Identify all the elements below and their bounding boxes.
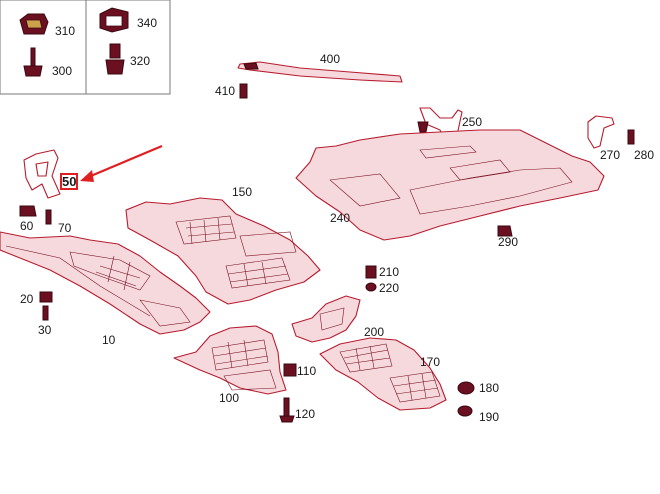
part-label-110: 110: [297, 364, 316, 378]
bracket-250-part[interactable]: [419, 107, 463, 147]
part-label-10: 10: [102, 333, 116, 347]
part-label-300: 300: [52, 64, 72, 78]
clip-110-part[interactable]: [283, 363, 297, 377]
part-label-50-highlight[interactable]: 50: [62, 174, 76, 189]
part-label-210: 210: [379, 265, 399, 279]
part-label-60: 60: [20, 219, 34, 233]
clip-nut-part[interactable]: [19, 13, 49, 35]
part-label-150: 150: [232, 185, 252, 199]
part-label-200: 200: [364, 325, 384, 339]
part-label-340: 340: [137, 16, 157, 30]
strut-bar-part[interactable]: [237, 61, 403, 83]
part-label-410: 410: [215, 84, 235, 98]
part-label-100: 100: [219, 391, 239, 405]
part-label-180: 180: [479, 381, 499, 395]
part-label-240: 240: [330, 211, 350, 225]
washer-190-part[interactable]: [457, 405, 473, 417]
highlight-box: [60, 173, 78, 190]
bolt-30-part[interactable]: [42, 305, 49, 321]
part-label-320: 320: [130, 54, 150, 68]
bolt-part[interactable]: [23, 47, 43, 77]
part-label-70: 70: [58, 221, 72, 235]
part-label-250: 250: [462, 115, 482, 129]
part-label-220: 220: [379, 281, 399, 295]
part-label-290: 290: [498, 235, 518, 249]
mesh-panel-100[interactable]: [173, 325, 287, 395]
part-label-270: 270: [600, 148, 620, 162]
clip-60-part[interactable]: [19, 205, 37, 217]
part-label-310: 310: [55, 24, 75, 38]
part-label-30: 30: [38, 323, 52, 337]
screw-260-part[interactable]: [417, 121, 429, 133]
nut-180-part[interactable]: [457, 381, 475, 395]
bracket-270-part[interactable]: [587, 115, 615, 149]
clip-20-part[interactable]: [39, 291, 53, 303]
cage-nut-part[interactable]: [99, 7, 129, 33]
part-label-280: 280: [634, 148, 654, 162]
part-label-400: 400: [320, 52, 340, 66]
nut-220-part[interactable]: [365, 282, 377, 292]
small-parts-box: [0, 0, 171, 95]
part-label-190: 190: [479, 410, 499, 424]
screw-210-part[interactable]: [365, 265, 377, 279]
clip-290-part[interactable]: [497, 225, 513, 237]
mesh-panel-170[interactable]: [319, 337, 447, 411]
bolt-70-part[interactable]: [45, 209, 52, 225]
underbody-panel-240[interactable]: [295, 129, 605, 241]
part-label-120: 120: [295, 407, 315, 421]
mesh-panel-150[interactable]: [125, 197, 321, 305]
bolt-120-part[interactable]: [279, 397, 295, 423]
part-label-20: 20: [20, 292, 34, 306]
arrow-icon: [80, 144, 163, 182]
side-bracket-200-part[interactable]: [291, 295, 361, 343]
front-underbody-panel-10[interactable]: [0, 231, 211, 335]
bolt-410-part[interactable]: [239, 83, 248, 99]
screw-part[interactable]: [105, 43, 125, 75]
part-label-170: 170: [420, 355, 440, 369]
bracket-50-part[interactable]: [23, 149, 61, 199]
bolt-280-part[interactable]: [627, 129, 635, 145]
